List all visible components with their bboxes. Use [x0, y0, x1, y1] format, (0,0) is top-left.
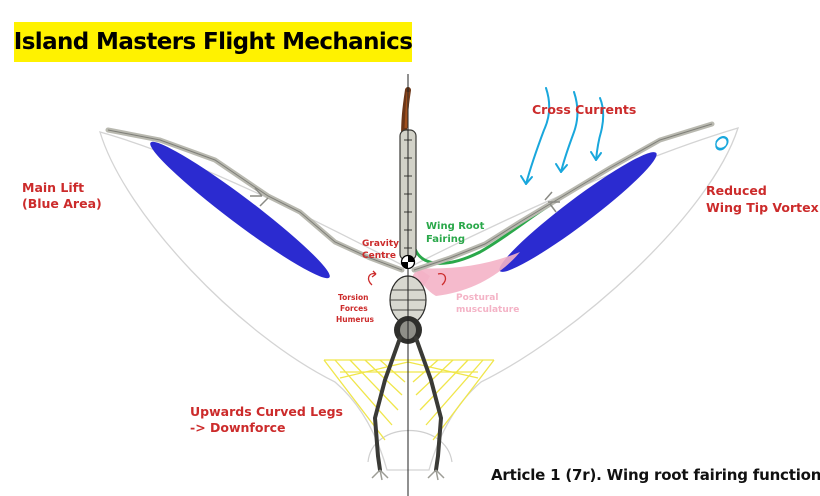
right-lift-area [499, 152, 657, 272]
cross-current-arrows-icon [520, 87, 605, 185]
title-banner: Island Masters Flight Mechanics [13, 22, 413, 62]
label-centre: Centre [362, 251, 396, 261]
label-wing-root: Wing Root [426, 221, 485, 232]
skeleton-legs [372, 336, 444, 472]
leg-downforce-lines [323, 359, 495, 441]
label-humerus: Humerus [336, 315, 375, 324]
label-gravity: Gravity [362, 239, 399, 249]
label-reduced: Reduced [706, 183, 767, 198]
left-lift-area [150, 141, 330, 279]
label-main-lift: Main Lift [22, 180, 84, 195]
label-cross-currents: Cross Currents [532, 102, 636, 117]
label-upwards-curved-legs: Upwards Curved Legs [190, 404, 343, 419]
label-forces: Forces [340, 304, 368, 313]
diagram-title: Island Masters Flight Mechanics [13, 29, 413, 55]
label-wing-tip-vortex: Wing Tip Vortex [706, 200, 819, 215]
label-postural: Postural [456, 293, 498, 303]
wing-tip-vortex-icon [715, 136, 729, 151]
gravity-centre-marker [400, 254, 416, 270]
membrane-inner-curve [367, 430, 453, 463]
torsion-arrow-icon [367, 270, 447, 286]
label-main-lift-sub: (Blue Area) [22, 196, 102, 211]
article-caption: Article 1 (7r). Wing root fairing functi… [491, 466, 820, 484]
label-fairing: Fairing [426, 234, 465, 245]
label-musculature: musculature [456, 305, 519, 315]
label-torsion: Torsion [338, 293, 369, 302]
label-downforce: -> Downforce [190, 420, 286, 435]
